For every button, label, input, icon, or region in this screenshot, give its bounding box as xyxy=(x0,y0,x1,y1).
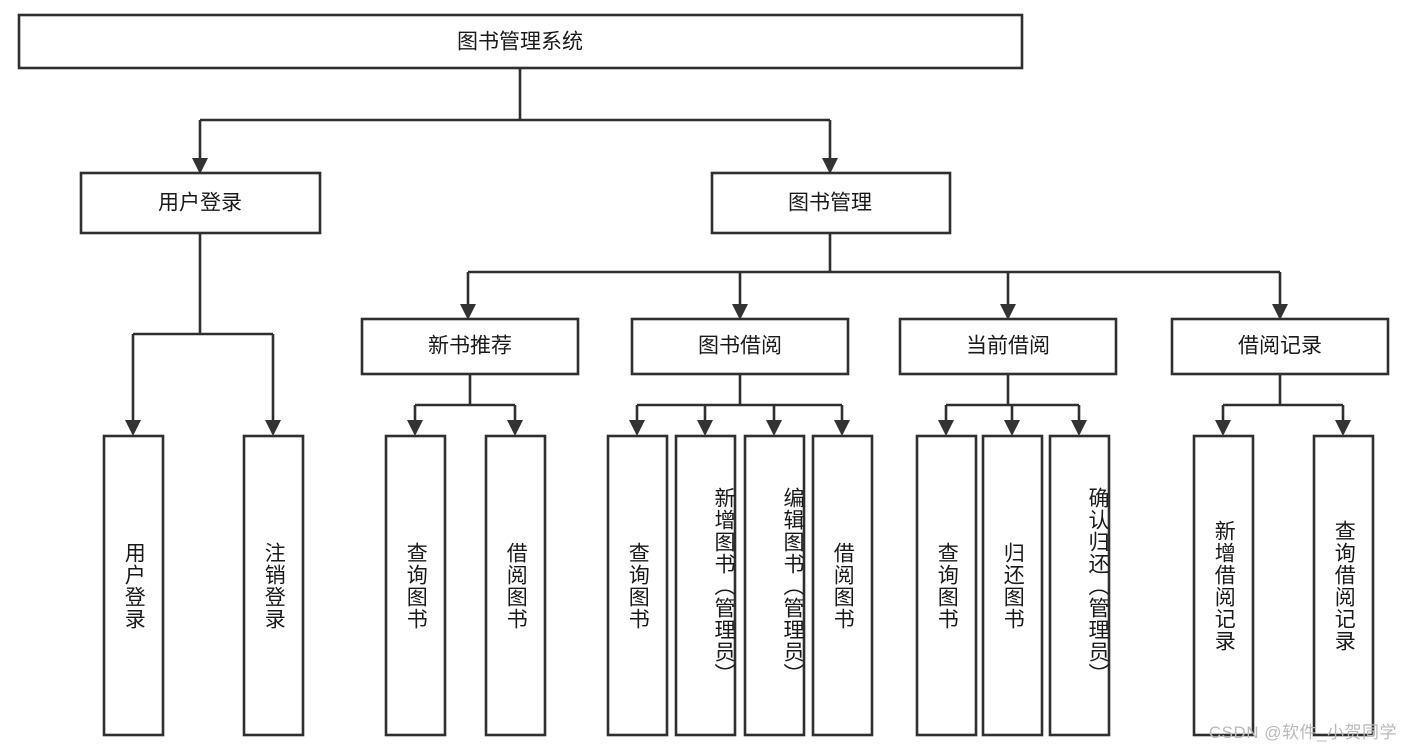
leaf-return-book-box[interactable] xyxy=(981,434,1044,737)
node-user-login-label: 用户登录 xyxy=(158,192,242,215)
node-book-management-box[interactable] xyxy=(710,171,952,235)
connector-newbook-to-leaves xyxy=(413,374,517,426)
leaf-query-book-2-box[interactable] xyxy=(606,434,669,737)
connector-group xyxy=(131,68,1345,426)
leaf-borrow-book-1-label: 借阅图书 xyxy=(504,541,528,630)
leaf-confirm-return-label: 确认归还（管理员） xyxy=(1086,486,1109,685)
leaf-logout-box[interactable] xyxy=(242,434,305,737)
node-new-book-recommend-label: 新书推荐 xyxy=(428,335,512,358)
leaf-query-book-2-label: 查询图书 xyxy=(626,541,650,630)
leaf-user-login-label: 用户登录 xyxy=(122,541,146,630)
node-new-book-recommend-box[interactable] xyxy=(360,317,580,376)
arrow-head-icon xyxy=(192,158,208,174)
leaf-query-record-label: 查询借阅记录 xyxy=(1332,519,1356,652)
arrow-head-icon xyxy=(507,420,523,436)
arrow-head-icon xyxy=(938,420,954,436)
node-book-borrow-box[interactable] xyxy=(630,317,850,376)
arrow-head-icon xyxy=(1000,304,1016,320)
leaf-borrow-book-1-box[interactable] xyxy=(484,434,547,737)
connector-bookmgmt-to-level2 xyxy=(466,233,1282,306)
node-book-borrow-label: 图书借阅 xyxy=(698,335,782,358)
arrow-head-icon xyxy=(407,420,423,436)
node-current-borrow-label: 当前借阅 xyxy=(966,335,1050,358)
node-box-group: 图书管理系统 用户登录 图书管理 新书推荐 图书借阅 当前借阅 借阅记录 xyxy=(17,13,1390,737)
leaf-add-record-box[interactable] xyxy=(1192,434,1255,737)
leaf-edit-book-label: 编辑图书（管理员） xyxy=(781,486,804,685)
leaf-confirm-return-box[interactable] xyxy=(1048,434,1111,737)
leaf-borrow-book-2-box[interactable] xyxy=(811,434,874,737)
node-root-box[interactable] xyxy=(17,13,1024,70)
arrow-head-icon xyxy=(125,420,141,436)
leaf-query-book-1-label: 查询图书 xyxy=(404,541,428,630)
leaf-return-book-label: 归还图书 xyxy=(1001,541,1025,630)
arrow-head-icon xyxy=(1215,420,1231,436)
leaf-query-record-box[interactable] xyxy=(1312,434,1375,737)
arrow-head-icon xyxy=(697,420,713,436)
leaf-query-book-3-label: 查询图书 xyxy=(935,541,959,630)
leaf-add-book-box[interactable] xyxy=(674,434,737,737)
leaf-add-record-label: 新增借阅记录 xyxy=(1212,519,1236,652)
arrow-head-icon xyxy=(1272,304,1288,320)
node-root-label: 图书管理系统 xyxy=(457,31,583,54)
leaf-logout-label: 注销登录 xyxy=(262,541,286,630)
leaf-borrow-book-2-label: 借阅图书 xyxy=(831,541,855,630)
csdn-watermark: CSDN @软件_小贺同学 xyxy=(1208,723,1397,742)
arrow-head-icon xyxy=(1335,420,1351,436)
node-borrow-record-box[interactable] xyxy=(1170,317,1390,376)
arrow-head-icon xyxy=(1004,420,1020,436)
arrow-head-icon xyxy=(834,420,850,436)
arrow-head-icon xyxy=(629,420,645,436)
node-current-borrow-box[interactable] xyxy=(898,317,1118,376)
arrow-head-icon xyxy=(766,420,782,436)
leaf-user-login-box[interactable] xyxy=(102,434,165,737)
node-user-login-box[interactable] xyxy=(79,171,322,235)
arrow-head-icon xyxy=(460,304,476,320)
leaf-add-book-label: 新增图书（管理员） xyxy=(712,486,735,685)
arrow-head-icon xyxy=(822,158,838,174)
node-book-management-label: 图书管理 xyxy=(788,192,872,215)
connector-bookborrow-to-leaves xyxy=(635,374,844,426)
connector-borrowrecord-to-leaves xyxy=(1221,374,1345,426)
node-borrow-record-label: 借阅记录 xyxy=(1238,335,1322,358)
arrow-head-icon xyxy=(732,304,748,320)
leaf-edit-book-box[interactable] xyxy=(743,434,806,737)
leaf-query-book-1-box[interactable] xyxy=(384,434,447,737)
arrow-head-icon xyxy=(265,420,281,436)
connector-root-to-level1 xyxy=(198,68,832,160)
connector-currentborrow-to-leaves xyxy=(944,374,1081,426)
arrow-head-icon xyxy=(1071,420,1087,436)
arrowhead-group xyxy=(125,158,1351,436)
leaf-query-book-3-box[interactable] xyxy=(915,434,978,737)
connector-userlogin-to-leaves xyxy=(131,233,275,424)
